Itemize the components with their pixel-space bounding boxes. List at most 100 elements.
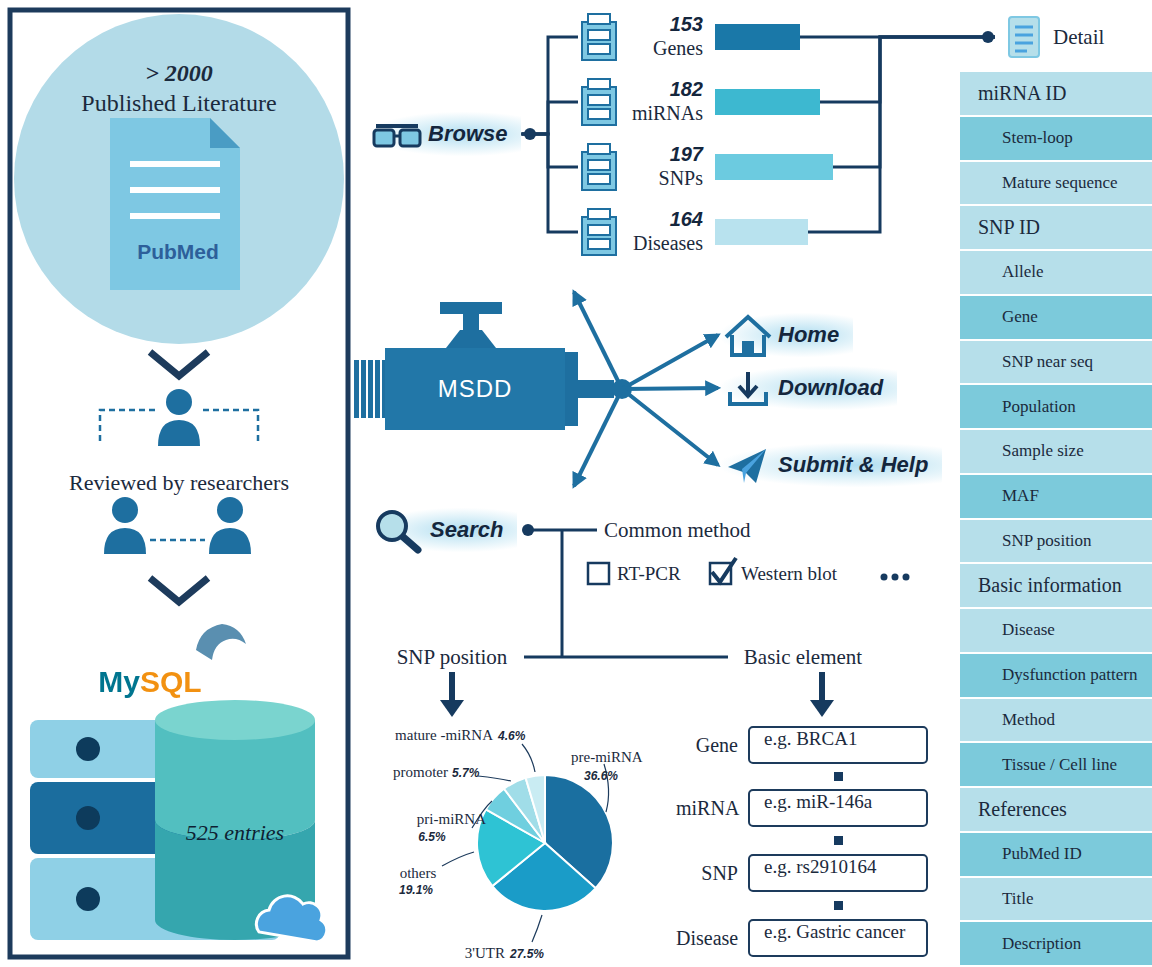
node-text: Population — [1002, 397, 1076, 417]
browse-item: 164Diseases — [578, 205, 808, 259]
node-text: Diseases — [578, 231, 703, 255]
panel-heading: Basic information — [960, 564, 1152, 609]
node-text: Download — [778, 375, 883, 401]
pie-label: 19.1% — [399, 883, 433, 897]
panel-heading: SNP ID — [960, 206, 1152, 251]
panel-row: Method — [960, 699, 1152, 744]
node-text: Sample size — [1002, 441, 1084, 461]
connector — [565, 389, 718, 465]
node-text: 153 — [578, 12, 703, 36]
caption-text: MySQL — [98, 665, 201, 699]
connector — [565, 335, 718, 389]
pie-label: mature -miRNA — [395, 727, 493, 744]
node-text: Published Literature — [14, 88, 344, 118]
node-text: Title — [1002, 889, 1034, 909]
chevron — [150, 578, 208, 602]
node-text: Method — [1002, 710, 1055, 730]
syringe-barrel: MSDD — [385, 348, 565, 430]
caption-text: Western blot — [741, 563, 837, 585]
pie-label: 6.5% — [418, 830, 445, 844]
node-text: PubMed ID — [1002, 844, 1082, 864]
node-text: Gene — [676, 734, 738, 757]
browse-item: 153Genes — [578, 10, 800, 64]
pie-label: 3'UTR — [465, 945, 505, 962]
node-text: Disease — [676, 927, 738, 950]
connector — [521, 134, 578, 232]
node-text: SNP ID — [978, 216, 1040, 239]
pie-label: pri-miRNA — [417, 811, 486, 828]
node-text: 182 — [578, 77, 703, 101]
pie-label: 4.6% — [498, 729, 525, 743]
arrowheads — [440, 700, 834, 717]
panel-heading: miRNA ID — [960, 72, 1152, 117]
node-text: > 2000 — [14, 58, 344, 88]
node-text: References — [978, 798, 1067, 821]
node-text: e.g. BRCA1 — [748, 726, 928, 764]
panel-row: Stem-loop — [960, 117, 1152, 162]
nav-item: Submit & Help — [720, 443, 942, 487]
pie-label: 27.5% — [510, 947, 544, 961]
node-text: Allele — [1002, 262, 1044, 282]
node-text: 197 — [578, 142, 703, 166]
node-text: MAF — [1002, 486, 1039, 506]
panel-row: SNP position — [960, 520, 1152, 565]
node-text: 525 entries — [155, 820, 315, 846]
node-text: Gene — [1002, 307, 1038, 327]
node-text: miRNA ID — [978, 82, 1066, 105]
nav-item: Home — [720, 313, 853, 357]
node-text: miRNAs — [578, 101, 703, 125]
node-text: Description — [1002, 934, 1081, 954]
checkmark — [712, 558, 736, 582]
panel-row: Population — [960, 385, 1152, 430]
node-text: Genes — [578, 36, 703, 60]
panel-row: PubMed ID — [960, 833, 1152, 878]
nav-item: Download — [720, 366, 897, 410]
caption-text: PubMed — [137, 240, 219, 264]
pie-label: promoter — [393, 764, 448, 781]
node-text: e.g. Gastric cancer — [748, 919, 928, 957]
panel-heading: References — [960, 788, 1152, 833]
panel-row: Gene — [960, 296, 1152, 341]
caption-text: Reviewed by researchers — [69, 470, 289, 496]
node-text: e.g. miR-146a — [748, 789, 928, 827]
panel-row: Tissue / Cell line — [960, 743, 1152, 788]
caption-text: Common method — [604, 518, 750, 543]
detail-heading: Detail — [995, 15, 1118, 59]
panel-row: Sample size — [960, 430, 1152, 475]
search-field: Disease e.g. Gastric cancer — [676, 919, 928, 957]
node-text: 164 — [578, 207, 703, 231]
search-tree — [452, 530, 822, 704]
panel-row: Mature sequence — [960, 162, 1152, 207]
dolphin — [196, 624, 246, 660]
node-text: miRNA — [676, 797, 738, 820]
source-circle: > 2000Published Literature — [14, 14, 344, 344]
panel-row: Dysfunction pattern — [960, 654, 1152, 699]
browse-item: 182miRNAs — [578, 75, 820, 129]
node-text: MSDD — [438, 375, 513, 403]
node-text: Search — [430, 517, 503, 543]
node-text: SNP near seq — [1002, 352, 1093, 372]
search-field: Gene e.g. BRCA1 — [676, 726, 928, 764]
dot — [522, 524, 534, 536]
node-text: Detail — [1053, 25, 1104, 50]
node-text: Browse — [428, 121, 507, 147]
caption-text: Basic element — [744, 645, 862, 670]
chevron — [150, 352, 208, 376]
pie-chart — [477, 775, 613, 911]
database-cylinder: 525 entries — [155, 700, 315, 940]
panel-row: MAF — [960, 475, 1152, 520]
panel-row: Title — [960, 878, 1152, 923]
search-field: SNPe.g. rs2910164 — [676, 854, 928, 892]
node-text: Home — [778, 322, 839, 348]
node-text: Tissue / Cell line — [1002, 755, 1117, 775]
pie-slice — [526, 775, 545, 843]
panel-row: Disease — [960, 609, 1152, 654]
browse-item: 197SNPs — [578, 140, 833, 194]
pie-label: 36.6% — [584, 769, 618, 783]
connector — [521, 102, 578, 134]
node-text: Dysfunction pattern — [1002, 665, 1138, 685]
node-text: Disease — [1002, 620, 1055, 640]
node-graphic — [578, 140, 833, 194]
node-text: SNPs — [578, 166, 703, 190]
connector — [521, 37, 578, 134]
